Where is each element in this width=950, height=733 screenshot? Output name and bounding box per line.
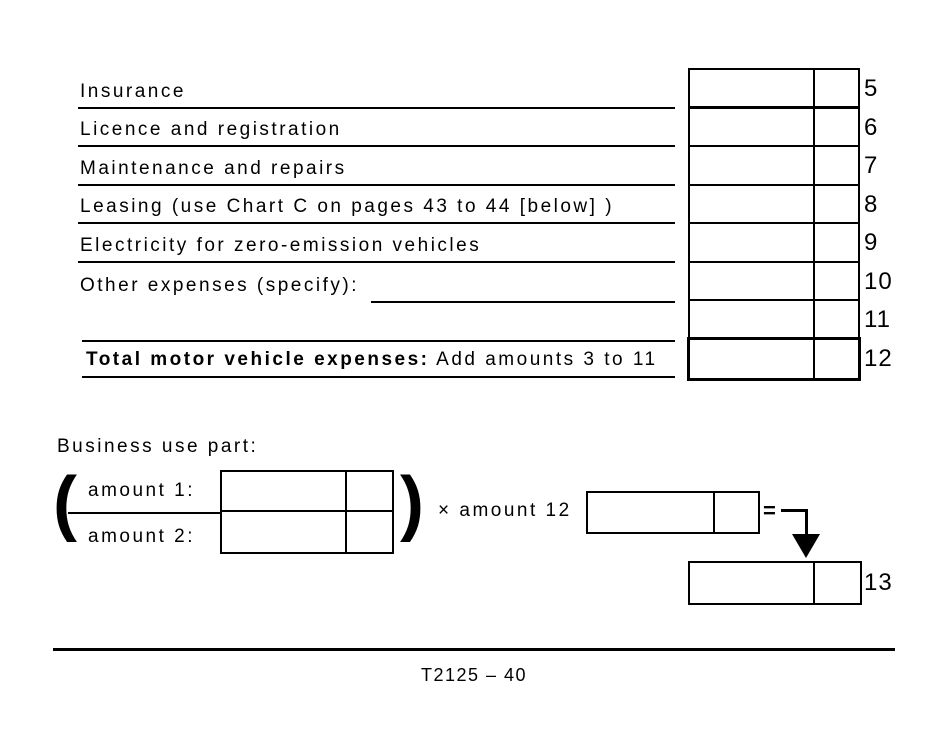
business-use-heading: Business use part: xyxy=(57,436,259,457)
line-number-6: 6 xyxy=(864,113,879,141)
line-number-10: 10 xyxy=(864,267,893,295)
line-number-9: 9 xyxy=(864,229,879,257)
amount2-label: amount 2: xyxy=(88,526,195,547)
close-paren: ) xyxy=(400,463,424,543)
line-number-12: 12 xyxy=(864,344,893,372)
label-text: Licence and registration xyxy=(80,119,342,140)
line-11-amount-field[interactable] xyxy=(690,301,815,338)
expense-entry-table xyxy=(688,68,860,380)
amount2-row xyxy=(222,512,392,552)
down-arrow-icon xyxy=(805,509,808,536)
entry-row-8 xyxy=(690,185,858,224)
amount-12-cents-field[interactable] xyxy=(715,493,758,532)
entry-row-11 xyxy=(690,301,858,340)
open-paren: ( xyxy=(53,463,77,543)
fraction-divider-line xyxy=(68,512,222,514)
page-reference: T2125 – 40 xyxy=(420,665,528,685)
total-expenses-row: Total motor vehicle expenses: Add amount… xyxy=(82,339,675,378)
line-8-amount-field[interactable] xyxy=(690,185,815,222)
line-number-column: 5 6 7 8 9 10 11 12 xyxy=(864,70,924,378)
line-6-amount-field[interactable] xyxy=(690,108,815,145)
amount-12-field[interactable] xyxy=(588,493,715,532)
label-text: Maintenance and repairs xyxy=(80,157,347,179)
line-11-cents-field[interactable] xyxy=(815,301,858,338)
line-number-7: 7 xyxy=(864,152,879,180)
line-13-box xyxy=(688,561,862,605)
line-number-11: 11 xyxy=(864,306,891,334)
label-text: Electricity for zero-emission vehicles xyxy=(80,234,482,256)
line-5-amount-field[interactable] xyxy=(690,70,815,106)
specify-blank-field[interactable] xyxy=(370,291,675,303)
label-text: Other expenses (specify): xyxy=(80,275,359,296)
equals-sign: = xyxy=(763,498,777,523)
amount1-cents-field[interactable] xyxy=(347,472,392,510)
entry-row-12 xyxy=(690,339,858,379)
expense-label-licence: Licence and registration xyxy=(78,109,675,147)
amount1-label: amount 1: xyxy=(88,480,195,501)
label-text: Leasing (use Chart C on pages 43 to 44 [… xyxy=(80,196,615,217)
line-number-8: 8 xyxy=(864,190,879,218)
line-number-13: 13 xyxy=(864,569,893,596)
expense-label-leasing: Leasing (use Chart C on pages 43 to 44 [… xyxy=(78,186,675,224)
down-arrow-icon xyxy=(781,509,808,512)
entry-row-7 xyxy=(690,147,858,186)
expense-label-insurance: Insurance xyxy=(78,70,675,109)
line-9-amount-field[interactable] xyxy=(690,224,815,261)
entry-row-5 xyxy=(690,70,858,109)
line-5-cents-field[interactable] xyxy=(815,70,858,106)
line-10-cents-field[interactable] xyxy=(815,263,858,300)
amount1-field[interactable] xyxy=(222,472,347,510)
expense-label-electricity: Electricity for zero-emission vehicles xyxy=(78,224,675,263)
amount2-field[interactable] xyxy=(222,512,347,552)
line-9-cents-field[interactable] xyxy=(815,224,858,261)
expense-label-blank-11 xyxy=(78,301,675,340)
amount2-cents-field[interactable] xyxy=(347,512,392,552)
expense-label-other: Other expenses (specify): xyxy=(78,263,675,303)
multiply-amount-12-label: × amount 12 xyxy=(438,500,572,521)
entry-row-6 xyxy=(690,108,858,147)
line-7-amount-field[interactable] xyxy=(690,147,815,184)
line-12-amount-field[interactable] xyxy=(690,339,815,378)
line-10-amount-field[interactable] xyxy=(690,262,815,299)
line-8-cents-field[interactable] xyxy=(815,186,858,223)
expense-label-maintenance: Maintenance and repairs xyxy=(78,147,675,186)
label-text: Insurance xyxy=(80,80,186,102)
entry-row-9 xyxy=(690,224,858,263)
entry-row-10 xyxy=(690,262,858,301)
line-number-5: 5 xyxy=(864,75,879,103)
line-12-cents-field[interactable] xyxy=(815,340,858,379)
line-13-amount-field[interactable] xyxy=(690,563,815,603)
amount1-row xyxy=(222,472,392,512)
footer-rule xyxy=(53,648,895,651)
amount-12-box xyxy=(586,491,760,534)
down-arrow-icon xyxy=(792,534,820,558)
total-label: Total motor vehicle expenses: xyxy=(86,349,430,370)
total-instruction: Add amounts 3 to 11 xyxy=(436,349,658,370)
line-7-cents-field[interactable] xyxy=(815,147,858,184)
line-6-cents-field[interactable] xyxy=(815,109,858,146)
business-use-fraction-box xyxy=(220,470,394,554)
line-13-cents-field[interactable] xyxy=(815,563,860,603)
